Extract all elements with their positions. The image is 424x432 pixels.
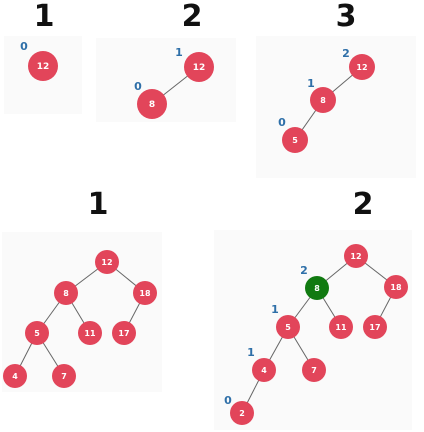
step-label-top-1: 1 <box>33 0 55 34</box>
tree-node-value: 8 <box>63 289 69 298</box>
balance-factor-label: 2 <box>300 264 308 277</box>
tree-node <box>54 281 78 305</box>
tree-node <box>344 244 368 268</box>
tree-node <box>78 321 102 345</box>
tree-node-highlighted <box>305 276 329 300</box>
balance-factor-label: 0 <box>20 40 28 53</box>
tree-node-value: 12 <box>356 63 367 72</box>
tree-node <box>52 364 76 388</box>
tree-node <box>276 315 300 339</box>
tree-node-value: 2 <box>239 409 245 418</box>
tree-node-value: 17 <box>369 323 380 332</box>
balance-factor-label: 1 <box>247 346 255 359</box>
tree-node <box>282 127 308 153</box>
tree-node-value: 11 <box>335 323 347 332</box>
tree-node <box>137 89 167 119</box>
step-label-top-3: 3 <box>335 0 357 34</box>
tree-node-value: 7 <box>61 372 67 381</box>
tree-node <box>310 87 336 113</box>
step-label-bottom-2: 2 <box>352 187 374 222</box>
tree-node-value: 12 <box>350 252 361 261</box>
tree-node-value: 8 <box>320 96 326 105</box>
tree-node <box>302 358 326 382</box>
tree-node <box>184 52 214 82</box>
tree-node <box>133 281 157 305</box>
step-label-top-2: 2 <box>181 0 203 34</box>
tree-node-value: 11 <box>84 329 96 338</box>
tree-node <box>329 315 353 339</box>
tree-node-value: 5 <box>292 136 298 145</box>
tree-node-value: 12 <box>101 258 112 267</box>
tree-node-value: 4 <box>12 372 18 381</box>
tree-node-value: 5 <box>285 323 291 332</box>
tree-node <box>3 364 27 388</box>
tree-node-value: 5 <box>34 329 40 338</box>
tree-node-value: 8 <box>314 284 320 293</box>
tree-node <box>95 250 119 274</box>
tree-node-value: 4 <box>261 366 267 375</box>
top-step-2-tree: 12 1 80 <box>134 46 214 119</box>
tree-node-value: 17 <box>118 329 129 338</box>
top-step-3-tree: 12 2 81 50 <box>278 47 375 153</box>
step-label-bottom-1: 1 <box>87 187 109 222</box>
tree-node <box>363 315 387 339</box>
tree-node-value: 8 <box>149 100 155 110</box>
tree-node-value: 12 <box>193 63 206 73</box>
balance-factor-label: 0 <box>134 80 142 93</box>
tree-node-value: 7 <box>311 366 317 375</box>
tree-node <box>230 401 254 425</box>
tree-node-value: 18 <box>390 283 402 292</box>
balance-factor-label: 1 <box>175 46 183 59</box>
panel-background-top-3 <box>256 36 416 178</box>
tree-node <box>349 54 375 80</box>
tree-node <box>252 358 276 382</box>
tree-node-value: 12 <box>37 62 50 72</box>
balance-factor-label: 0 <box>278 116 286 129</box>
tree-node-value: 18 <box>139 289 151 298</box>
balance-factor-label: 1 <box>307 77 315 90</box>
tree-node <box>25 321 49 345</box>
bottom-step-1-tree: 12 8 18 5 11 17 4 7 <box>3 250 157 388</box>
balance-factor-label: 2 <box>342 47 350 60</box>
top-step-1-tree: 12 0 <box>20 40 58 81</box>
balance-factor-label: 0 <box>224 394 232 407</box>
tree-node <box>28 51 58 81</box>
tree-node <box>112 321 136 345</box>
tree-node <box>384 275 408 299</box>
balance-factor-label: 1 <box>271 303 279 316</box>
